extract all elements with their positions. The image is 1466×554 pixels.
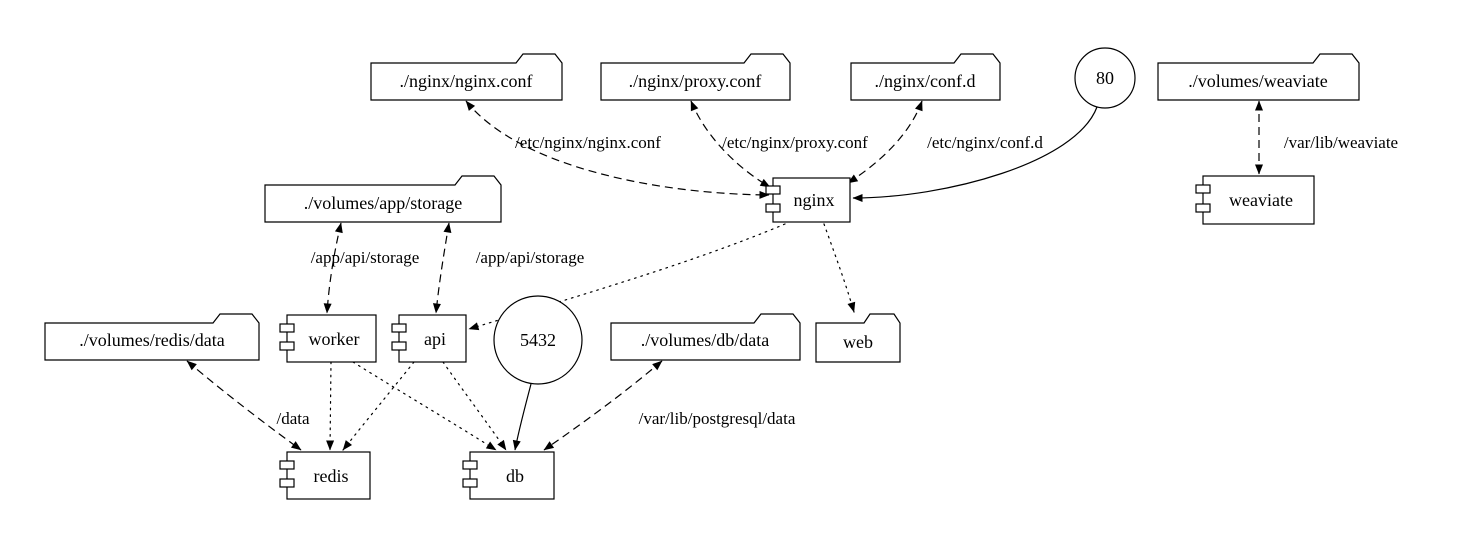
node-label-proxy-conf: ./nginx/proxy.conf [629, 71, 762, 91]
edge-label-mount-storage-worker: /app/api/storage [311, 248, 420, 267]
component-tab-icon [279, 478, 295, 488]
node-nginx-conf-folder: ./nginx/nginx.conf [370, 53, 563, 101]
node-volumes-redis-data-folder: ./volumes/redis/data [44, 313, 260, 361]
edge-storage-worker-volume [323, 222, 343, 314]
component-shape-icon [772, 177, 851, 223]
node-label-redis: redis [314, 466, 349, 486]
component-tab-icon [391, 323, 407, 333]
component-tab-icon [1195, 203, 1211, 213]
node-label-db: db [506, 466, 524, 486]
node-port-5432: 5432 [493, 295, 583, 385]
node-label-api: api [424, 329, 446, 349]
component-tab-icon [391, 341, 407, 351]
component-shape-icon [286, 314, 377, 363]
edge-nginx-web-depends [823, 223, 856, 313]
node-label-volumes-weaviate: ./volumes/weaviate [1188, 71, 1327, 91]
edges [186, 100, 1263, 451]
component-shape-icon [469, 451, 555, 500]
component-tab-icon [1195, 184, 1211, 194]
component-shape-icon [398, 314, 467, 363]
component-tab-icon [279, 323, 295, 333]
node-label-volumes-app-storage: ./volumes/app/storage [304, 193, 462, 213]
component-tab-icon [279, 460, 295, 470]
node-proxy-conf-folder: ./nginx/proxy.conf [600, 53, 791, 101]
edge-label-mount-conf-d: /etc/nginx/conf.d [927, 133, 1043, 152]
edge-worker-redis-depends [326, 361, 335, 451]
folder-shape-icon [610, 313, 801, 361]
edge-label-mount-db: /var/lib/postgresql/data [639, 409, 796, 428]
node-label-weaviate: weaviate [1229, 190, 1293, 210]
edge-nginx-proxy-conf-volume [690, 100, 771, 188]
folder-shape-icon [850, 53, 1001, 101]
edge-redis-data-volume [186, 360, 302, 451]
component-tab-icon [462, 478, 478, 488]
folder-shape-icon [815, 313, 901, 363]
edge-db-data-volume [543, 360, 663, 451]
node-volumes-app-storage-folder: ./volumes/app/storage [264, 175, 502, 223]
node-weaviate-service: weaviate [1195, 175, 1315, 225]
node-redis-service: redis [279, 451, 371, 500]
edge-label-mount-proxy-conf: /etc/nginx/proxy.conf [722, 133, 868, 152]
node-port-80: 80 [1074, 47, 1136, 109]
nodes: ./nginx/nginx.conf ./nginx/proxy.conf ./… [44, 47, 1360, 500]
component-shape-icon [286, 451, 371, 500]
edge-storage-api-volume [432, 222, 452, 314]
node-label-volumes-redis-data: ./volumes/redis/data [79, 330, 224, 350]
node-volumes-db-data-folder: ./volumes/db/data [610, 313, 801, 361]
node-label-nginx: nginx [793, 190, 834, 210]
component-tab-icon [279, 341, 295, 351]
node-label-volumes-db-data: ./volumes/db/data [641, 330, 769, 350]
folder-shape-icon [1157, 53, 1360, 101]
node-api-service: api [391, 314, 467, 363]
node-worker-service: worker [279, 314, 377, 363]
node-volumes-weaviate-folder: ./volumes/weaviate [1157, 53, 1360, 101]
node-db-service: db [462, 451, 555, 500]
component-shape-icon [1202, 175, 1315, 225]
edge-label-mount-storage-api: /app/api/storage [476, 248, 585, 267]
component-tab-icon [765, 203, 781, 213]
edge-label-mount-redis: /data [276, 409, 309, 428]
node-label-conf-d: ./nginx/conf.d [875, 71, 976, 91]
node-conf-d-folder: ./nginx/conf.d [850, 53, 1001, 101]
edge-labels: /etc/nginx/nginx.conf /etc/nginx/proxy.c… [276, 133, 1398, 428]
node-web-folder: web [815, 313, 901, 363]
edge-label-mount-weaviate: /var/lib/weaviate [1284, 133, 1398, 152]
port-circle-icon [493, 295, 583, 385]
node-label-web: web [843, 332, 873, 352]
port-circle-icon [1074, 47, 1136, 109]
folder-shape-icon [264, 175, 502, 223]
edge-api-redis-depends [342, 361, 415, 451]
edge-port-5432-db [512, 383, 532, 451]
edge-label-mount-nginx-conf: /etc/nginx/nginx.conf [515, 133, 661, 152]
edge-api-db-depends [442, 361, 507, 451]
edge-nginx-conf-d-volume [847, 100, 923, 184]
component-tab-icon [765, 185, 781, 195]
node-label-worker: worker [309, 329, 360, 349]
edge-worker-db-depends [352, 361, 497, 451]
edge-port-80-nginx [852, 106, 1098, 202]
node-nginx-service: nginx [765, 177, 851, 223]
folder-shape-icon [370, 53, 563, 101]
node-label-port-80: 80 [1096, 68, 1114, 88]
node-label-port-5432: 5432 [520, 330, 556, 350]
node-label-nginx-conf: ./nginx/nginx.conf [400, 71, 533, 91]
folder-shape-icon [600, 53, 791, 101]
component-tab-icon [462, 460, 478, 470]
folder-shape-icon [44, 313, 260, 361]
